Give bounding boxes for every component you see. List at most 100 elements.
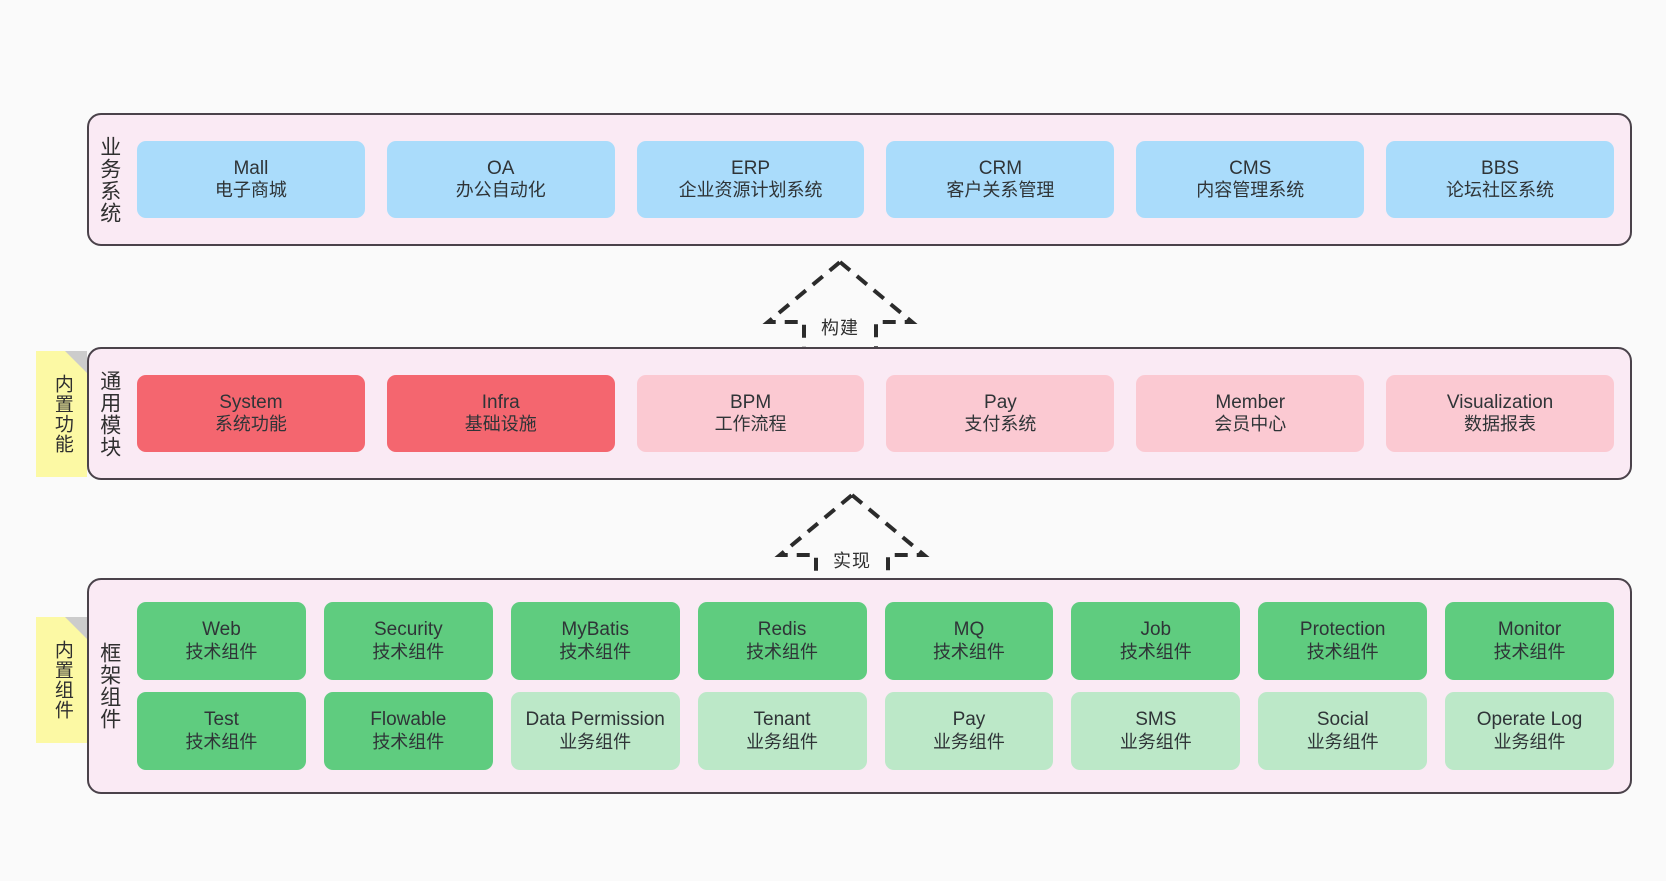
node-title: Pay xyxy=(952,709,986,731)
node-title: Web xyxy=(202,619,241,641)
node-subtitle: 技术组件 xyxy=(372,641,445,662)
node-title: MQ xyxy=(953,619,985,641)
node-job[interactable]: Job 技术组件 xyxy=(1071,602,1241,680)
node-subtitle: 办公自动化 xyxy=(455,180,546,201)
node-subtitle: 支付系统 xyxy=(964,414,1037,435)
node-subtitle: 业务组件 xyxy=(1493,731,1566,752)
node-subtitle: 内容管理系统 xyxy=(1196,180,1305,201)
sticky-note-label: 内置功能 xyxy=(51,374,73,454)
dashed-up-arrow-icon xyxy=(762,259,918,352)
node-title: OA xyxy=(487,157,515,179)
layer-common-modules: 通用模块 System 系统功能 Infra 基础设施 BPM 工作流程 Pay… xyxy=(87,347,1632,480)
node-bpm[interactable]: BPM 工作流程 xyxy=(636,375,865,452)
node-infra[interactable]: Infra 基础设施 xyxy=(386,375,615,452)
sticky-note-builtin-features: 内置功能 xyxy=(36,351,87,477)
node-redis[interactable]: Redis 技术组件 xyxy=(697,602,867,680)
node-title: CMS xyxy=(1229,157,1272,179)
node-sms[interactable]: SMS 业务组件 xyxy=(1071,692,1241,770)
layer-body-framework: Web 技术组件 Security 技术组件 MyBatis 技术组件 Redi… xyxy=(129,580,1630,792)
node-title: Data Permission xyxy=(525,709,665,731)
layer-label-business: 业务系统 xyxy=(97,135,121,224)
node-subtitle: 技术组件 xyxy=(185,731,258,752)
node-subtitle: 业务组件 xyxy=(559,731,632,752)
node-mq[interactable]: MQ 技术组件 xyxy=(884,602,1054,680)
node-title: Mall xyxy=(233,157,269,179)
node-flowable[interactable]: Flowable 技术组件 xyxy=(323,692,493,770)
node-subtitle: 技术组件 xyxy=(185,641,258,662)
node-title: Social xyxy=(1316,709,1369,731)
node-oa[interactable]: OA 办公自动化 xyxy=(386,141,615,218)
node-title: ERP xyxy=(731,157,771,179)
node-row: System 系统功能 Infra 基础设施 BPM 工作流程 Pay 支付系统… xyxy=(137,375,1614,452)
layer-label-modules: 通用模块 xyxy=(97,369,121,458)
node-subtitle: 数据报表 xyxy=(1464,414,1537,435)
node-title: Protection xyxy=(1299,619,1386,641)
node-system[interactable]: System 系统功能 xyxy=(137,375,365,452)
node-subtitle: 工作流程 xyxy=(714,414,787,435)
layer-business-systems: 业务系统 Mall 电子商城 OA 办公自动化 ERP 企业资源计划系统 CRM… xyxy=(87,113,1632,246)
node-title: Operate Log xyxy=(1476,709,1583,731)
node-monitor[interactable]: Monitor 技术组件 xyxy=(1445,602,1614,680)
node-subtitle: 系统功能 xyxy=(214,414,287,435)
node-subtitle: 技术组件 xyxy=(1306,641,1379,662)
node-data-permission[interactable]: Data Permission 业务组件 xyxy=(510,692,680,770)
node-title: Job xyxy=(1140,619,1172,641)
node-title: SMS xyxy=(1135,709,1177,731)
node-bbs[interactable]: BBS 论坛社区系统 xyxy=(1386,141,1614,218)
node-crm[interactable]: CRM 客户关系管理 xyxy=(886,141,1115,218)
arrow-build: 构建 xyxy=(760,256,920,354)
node-subtitle: 业务组件 xyxy=(1306,731,1379,752)
node-title: Tenant xyxy=(753,709,811,731)
node-pay-module[interactable]: Pay 支付系统 xyxy=(886,375,1115,452)
node-title: Flowable xyxy=(370,709,447,731)
node-visualization[interactable]: Visualization 数据报表 xyxy=(1386,375,1614,452)
node-subtitle: 业务组件 xyxy=(932,731,1005,752)
node-subtitle: 会员中心 xyxy=(1214,414,1287,435)
node-mall[interactable]: Mall 电子商城 xyxy=(137,141,365,218)
node-row: Mall 电子商城 OA 办公自动化 ERP 企业资源计划系统 CRM 客户关系… xyxy=(137,141,1614,218)
node-title: Visualization xyxy=(1446,391,1554,413)
node-member[interactable]: Member 会员中心 xyxy=(1136,375,1365,452)
node-subtitle: 基础设施 xyxy=(464,414,537,435)
node-erp[interactable]: ERP 企业资源计划系统 xyxy=(636,141,865,218)
node-row: Web 技术组件 Security 技术组件 MyBatis 技术组件 Redi… xyxy=(137,602,1614,680)
node-pay-component[interactable]: Pay 业务组件 xyxy=(884,692,1054,770)
node-subtitle: 技术组件 xyxy=(932,641,1005,662)
layer-framework-components: 框架组件 Web 技术组件 Security 技术组件 MyBatis 技术组件… xyxy=(87,578,1632,794)
node-title: Infra xyxy=(481,391,520,413)
node-title: Member xyxy=(1215,391,1286,413)
node-security[interactable]: Security 技术组件 xyxy=(323,602,493,680)
node-subtitle: 技术组件 xyxy=(1119,641,1192,662)
node-social[interactable]: Social 业务组件 xyxy=(1258,692,1428,770)
node-test[interactable]: Test 技术组件 xyxy=(137,692,306,770)
node-tenant[interactable]: Tenant 业务组件 xyxy=(697,692,867,770)
node-subtitle: 论坛社区系统 xyxy=(1446,180,1555,201)
layer-body-business: Mall 电子商城 OA 办公自动化 ERP 企业资源计划系统 CRM 客户关系… xyxy=(129,115,1630,244)
node-operate-log[interactable]: Operate Log 业务组件 xyxy=(1445,692,1614,770)
sticky-note-builtin-components: 内置组件 xyxy=(36,617,87,743)
node-title: Monitor xyxy=(1497,619,1562,641)
node-subtitle: 业务组件 xyxy=(746,731,819,752)
layer-body-modules: System 系统功能 Infra 基础设施 BPM 工作流程 Pay 支付系统… xyxy=(129,349,1630,478)
node-subtitle: 客户关系管理 xyxy=(946,180,1055,201)
node-subtitle: 技术组件 xyxy=(1493,641,1566,662)
layer-label-framework: 框架组件 xyxy=(97,642,121,730)
node-title: BPM xyxy=(729,391,772,413)
node-protection[interactable]: Protection 技术组件 xyxy=(1258,602,1428,680)
node-title: System xyxy=(219,391,283,413)
dashed-up-arrow-icon xyxy=(774,492,930,585)
node-subtitle: 技术组件 xyxy=(559,641,632,662)
node-title: BBS xyxy=(1481,157,1520,179)
sticky-note-label: 内置组件 xyxy=(51,640,73,720)
node-web[interactable]: Web 技术组件 xyxy=(137,602,306,680)
node-title: MyBatis xyxy=(561,619,629,641)
arrow-implement: 实现 xyxy=(772,489,932,587)
node-row: Test 技术组件 Flowable 技术组件 Data Permission … xyxy=(137,692,1614,770)
node-title: CRM xyxy=(978,157,1023,179)
node-cms[interactable]: CMS 内容管理系统 xyxy=(1136,141,1365,218)
node-subtitle: 电子商城 xyxy=(214,180,287,201)
node-subtitle: 业务组件 xyxy=(1119,731,1192,752)
node-title: Security xyxy=(373,619,443,641)
node-mybatis[interactable]: MyBatis 技术组件 xyxy=(510,602,680,680)
node-subtitle: 企业资源计划系统 xyxy=(678,180,823,201)
